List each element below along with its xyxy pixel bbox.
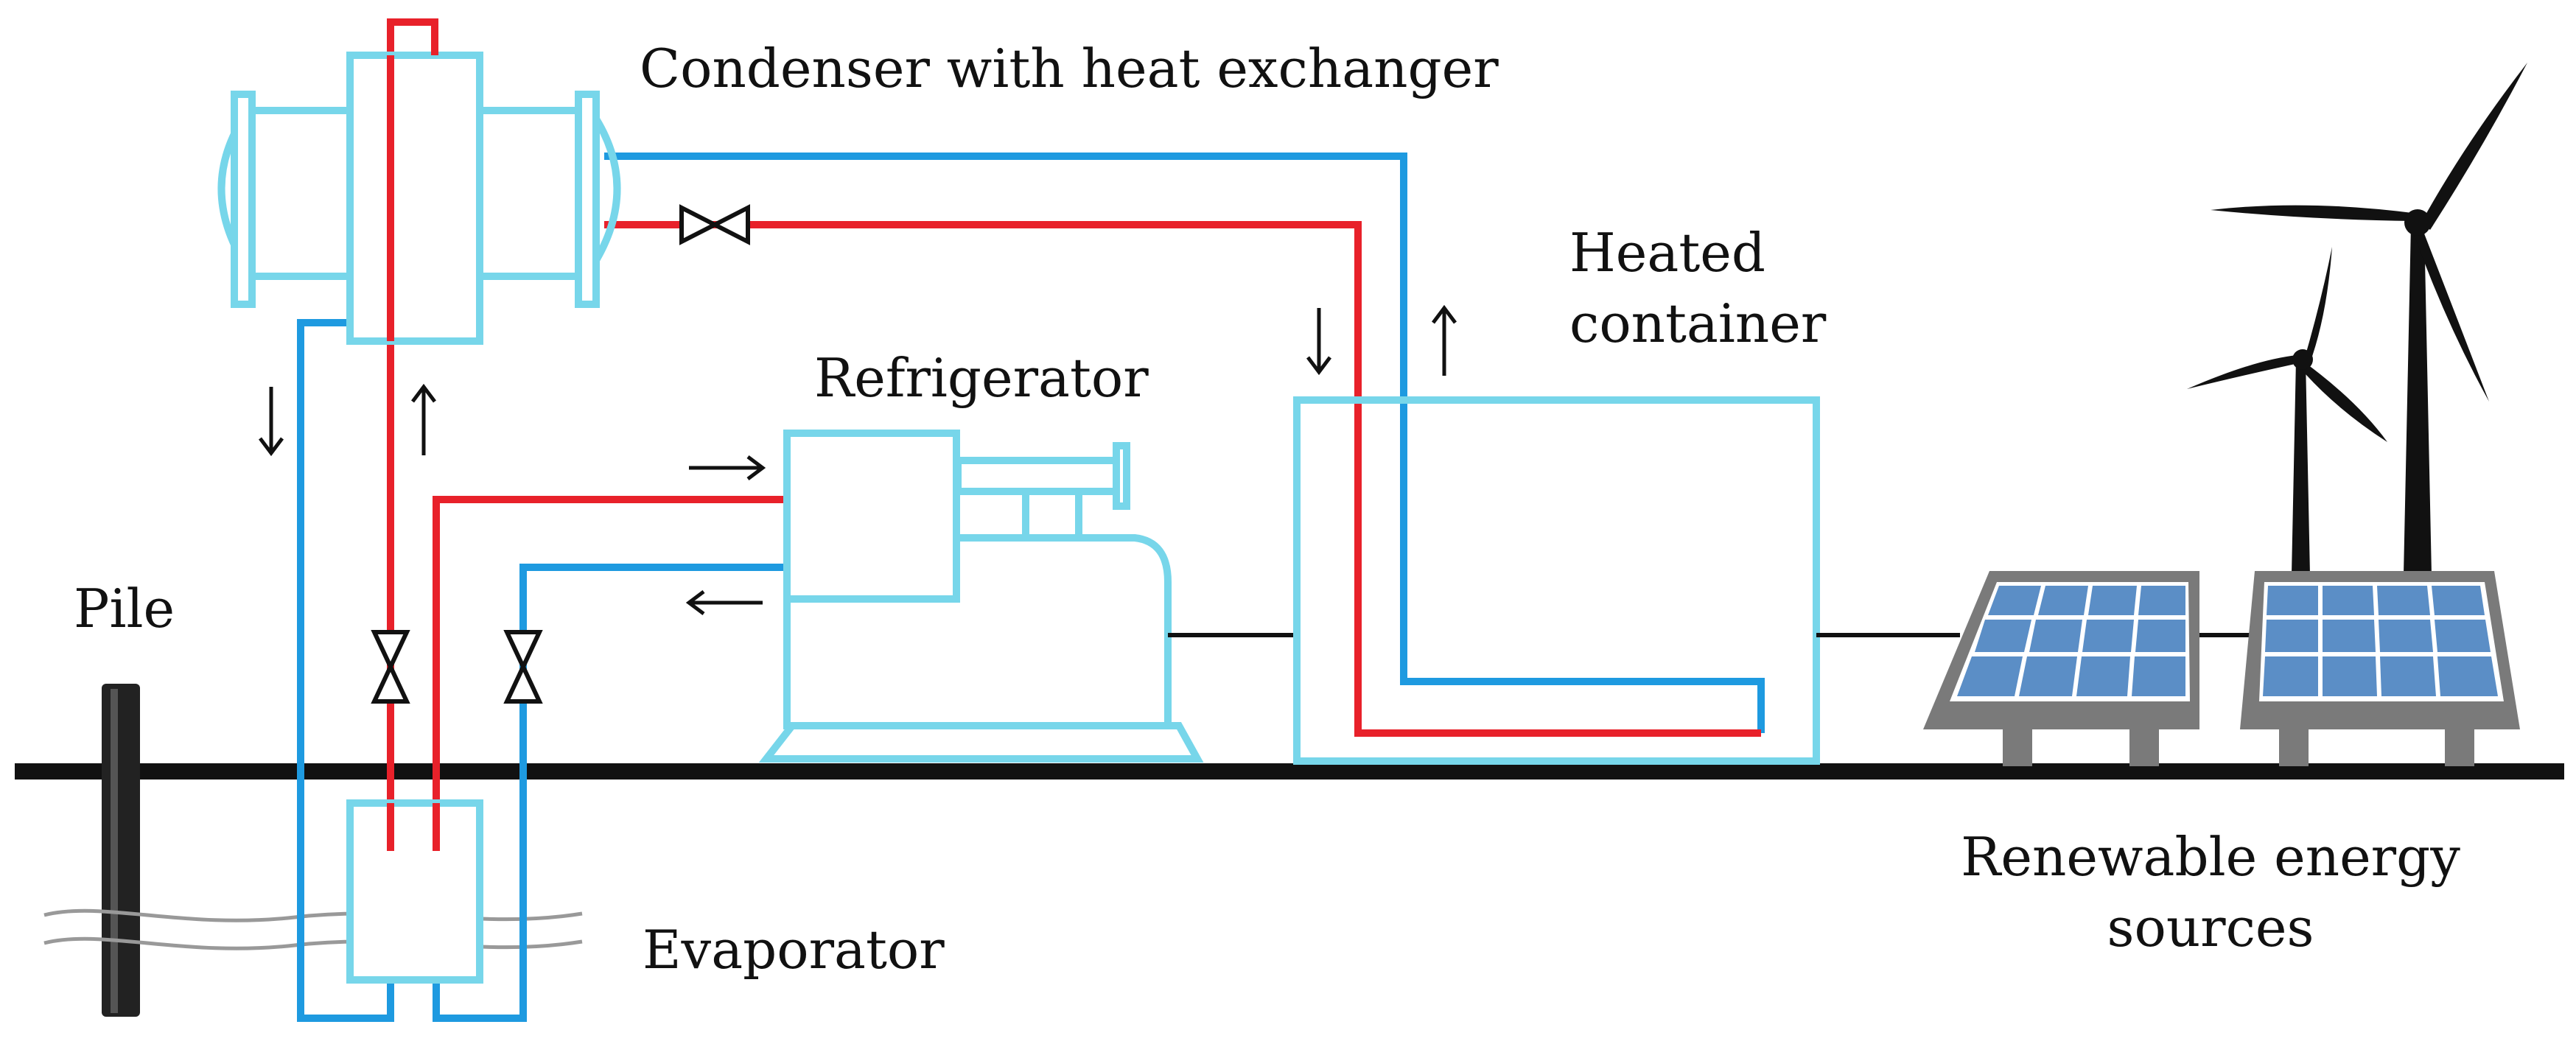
refrigerator (758, 430, 1204, 763)
heated-container-label-line2: container (1569, 292, 1827, 354)
renewable-energy-label-line1: Renewable energy (1961, 826, 2460, 888)
arrow-up-icon (1432, 304, 1457, 376)
condenser-label: Condenser with heat exchanger (640, 38, 1499, 99)
arrow-right-icon (689, 455, 766, 480)
arrow-left-icon (685, 590, 763, 615)
heated-container (1293, 396, 1820, 765)
heated-container-label-line1: Heated (1569, 222, 1765, 284)
cold-pipes (297, 153, 1765, 1022)
soil-break (43, 908, 583, 950)
valve-icon (679, 204, 750, 245)
wind-turbine-icon (2187, 247, 2387, 575)
pile (102, 684, 140, 1017)
condenser-heat-exchanger (217, 52, 621, 345)
arrow-down-icon (259, 387, 284, 457)
valve-icon (503, 630, 543, 704)
renewable-energy-label-line2: sources (2107, 897, 2314, 959)
arrow-up-icon (411, 383, 436, 455)
refrigerator-label: Refrigerator (814, 347, 1149, 409)
arrow-down-icon (1306, 308, 1331, 376)
evaporator-label: Evaporator (643, 919, 945, 981)
solar-panel-icon (2240, 571, 2520, 766)
solar-panel-icon (1923, 571, 2199, 766)
pile-label: Pile (74, 578, 175, 640)
evaporator (346, 799, 483, 984)
valve-icon (371, 630, 410, 704)
wind-turbine-icon (2211, 63, 2527, 575)
